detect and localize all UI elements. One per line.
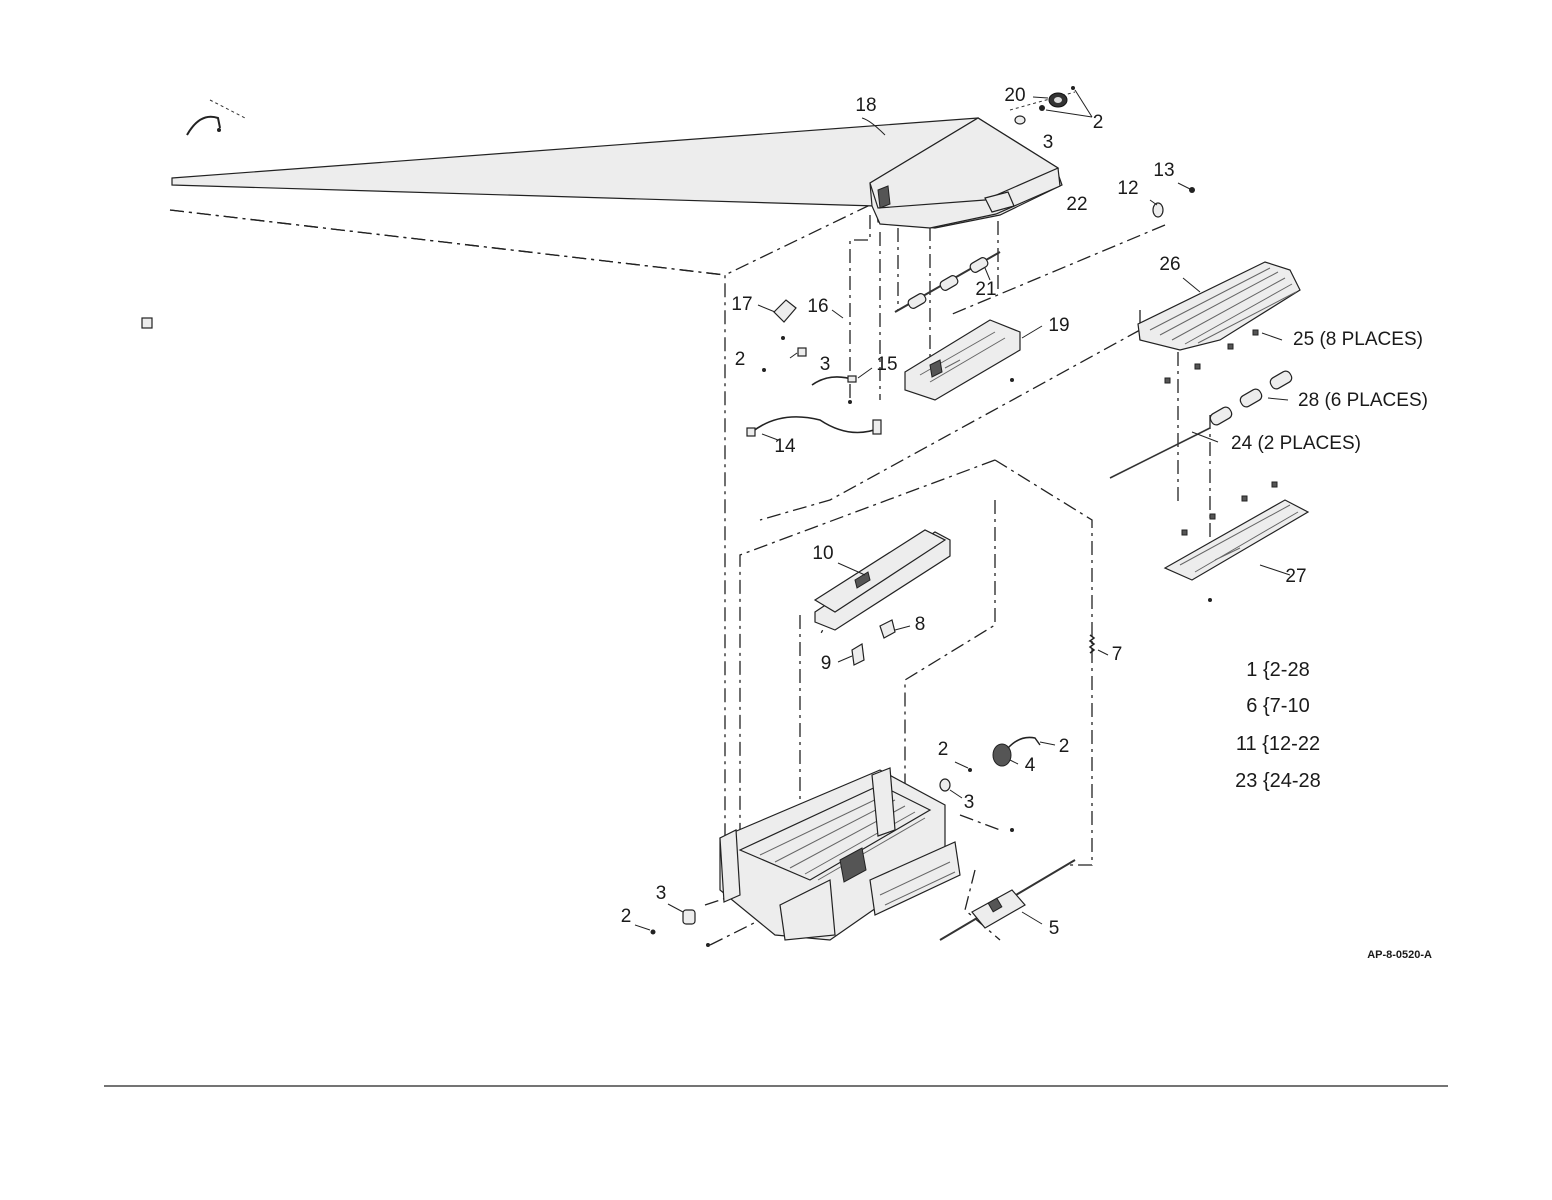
gear-part-20 — [1015, 86, 1092, 124]
exit-cover-part-10 — [815, 530, 950, 630]
callout-3: 3 — [820, 354, 831, 375]
assembly-line: 23 {24-28 — [1235, 770, 1321, 792]
callout-20: 20 — [1004, 85, 1025, 106]
main-frame — [720, 768, 960, 940]
shafts-part-24 — [1110, 428, 1218, 478]
assembly-guide-lines — [170, 92, 1210, 945]
callout-28: 28 (6 PLACES) — [1298, 390, 1428, 411]
callout-21: 21 — [975, 279, 996, 300]
bracket-part-17 — [758, 300, 796, 340]
callout-15: 15 — [876, 354, 897, 375]
assembly-line: 6 {7-10 — [1246, 695, 1309, 717]
assembly-line: 1 {2-28 — [1246, 659, 1309, 681]
callout-14: 14 — [774, 436, 796, 457]
callout-26: 26 — [1159, 254, 1180, 275]
bushing-part-3-lower-left — [635, 904, 710, 947]
callout-2: 2 — [1093, 112, 1104, 133]
callout-2: 2 — [938, 739, 949, 760]
assembly-line: 11 {12-22 — [1236, 733, 1320, 755]
callout-19: 19 — [1048, 315, 1069, 336]
lever-part-8 — [880, 620, 910, 638]
cable-harness-part-14 — [747, 417, 881, 440]
callout-2: 2 — [735, 349, 746, 370]
callout-7: 7 — [1112, 644, 1123, 665]
callout-3: 3 — [1043, 132, 1054, 153]
screw — [1010, 828, 1014, 832]
gear-assembly-part-4 — [955, 737, 1055, 772]
callout-12: 12 — [1117, 178, 1138, 199]
callout-13: 13 — [1153, 160, 1174, 181]
guide-frame-part-19 — [905, 320, 1042, 400]
callout-2: 2 — [621, 906, 632, 927]
callout-3: 3 — [964, 792, 975, 813]
callout-17: 17 — [731, 294, 752, 315]
callout-25: 25 (8 PLACES) — [1293, 329, 1423, 350]
callout-9: 9 — [821, 653, 832, 674]
figure-id: AP-8-0520-A — [1367, 949, 1432, 961]
callout-3: 3 — [656, 883, 667, 904]
callout-10: 10 — [812, 543, 833, 564]
callout-27: 27 — [1285, 566, 1306, 587]
callout-8: 8 — [915, 614, 926, 635]
callout-22: 22 — [1066, 194, 1087, 215]
assembly-list: 1 {2-28 6 {7-10 11 {12-22 23 {24-28 — [1235, 659, 1321, 792]
actuator-part-9 — [838, 644, 864, 665]
spring-part-7 — [1090, 635, 1108, 655]
callout-4: 4 — [1025, 755, 1036, 776]
callout-5: 5 — [1049, 918, 1060, 939]
bearing-part-12 — [1150, 183, 1195, 217]
callout-18: 18 — [855, 95, 876, 116]
callout-16: 16 — [807, 296, 828, 317]
rollers-part-28 — [1208, 369, 1293, 426]
exit-tray-part-26 — [1138, 262, 1300, 350]
bushing-part-3-left — [762, 348, 806, 372]
bushing-part-3-mid — [940, 779, 962, 798]
callout-24: 24 (2 PLACES) — [1231, 433, 1361, 454]
callout-2: 2 — [1059, 736, 1070, 757]
